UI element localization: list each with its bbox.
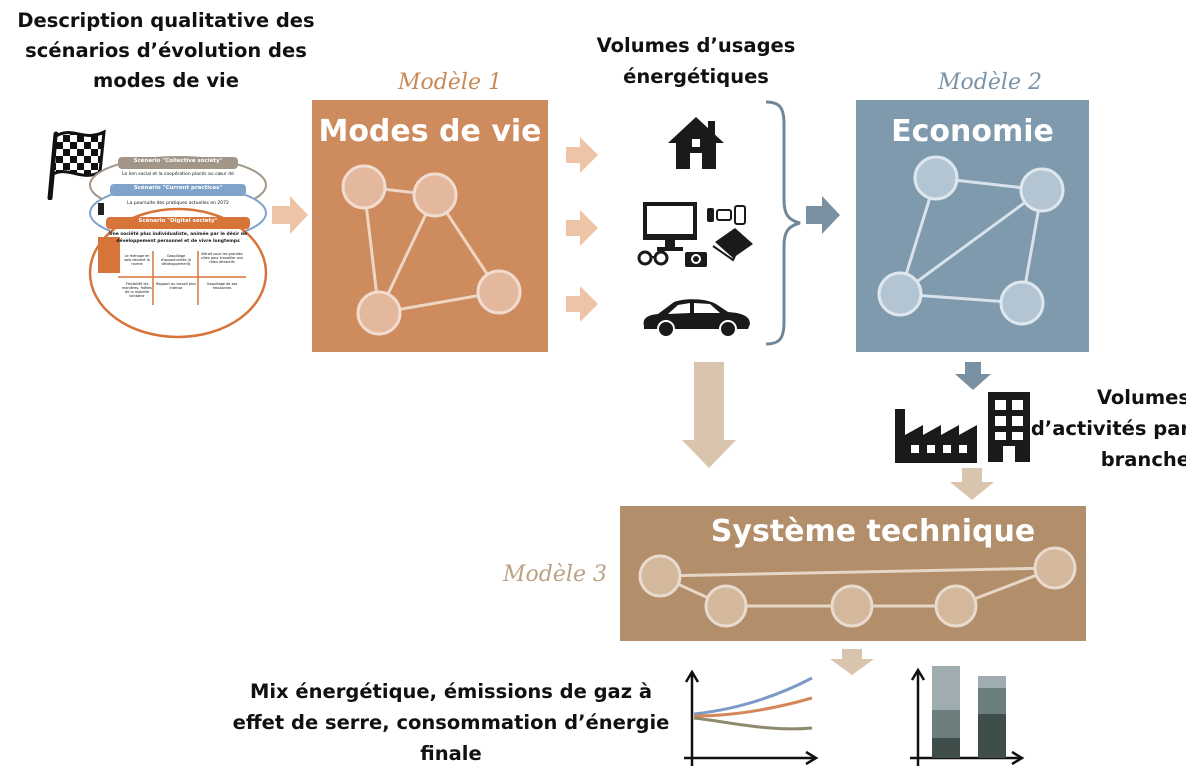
arrow-down — [950, 468, 994, 500]
model-1-label: Modèle 1 — [398, 70, 502, 95]
arrow-right — [566, 286, 598, 322]
energy-usage-volumes-label: Volumes d’usages énergétiques — [596, 34, 796, 88]
model-2-label: Modèle 2 — [938, 70, 1042, 95]
scenario-collective-subtitle: Le lien social et la coopération placés … — [122, 172, 234, 177]
scenario-collective-title: Scénario "Collective society" — [133, 158, 223, 164]
stacked-bar-chart-icon — [910, 666, 1025, 766]
scenario-digital-subtitle-2: développement personnel et de vivre long… — [116, 239, 240, 244]
model-2-title: Economie — [891, 114, 1054, 149]
curly-brace — [765, 100, 801, 346]
devices-icon — [637, 202, 753, 267]
car-icon — [643, 299, 750, 338]
scenario-cell: Le ménage en solo devient la norme — [124, 254, 150, 266]
model-3-network — [638, 546, 1077, 628]
model-1-box: Modes de vie — [312, 100, 548, 352]
scenario-cell: Rapport au travail plus intense — [156, 282, 196, 290]
line-chart-icon — [684, 670, 819, 766]
outputs-label: Mix énergétique, émissions de gaz à effe… — [232, 680, 670, 765]
model-2-box: Economie — [856, 100, 1089, 352]
scenario-cell: Gaspillage d'opportunités (à développeme… — [160, 254, 192, 266]
scenario-current-subtitle: La poursuite des pratiques actuelles en … — [127, 201, 229, 206]
scenario-description-label: Description qualitative des scénarios d’… — [17, 9, 315, 92]
scenario-cell: Gaspillage de ses ressources — [206, 282, 238, 290]
model-3-box: Système technique — [620, 506, 1086, 641]
model-3-label: Modèle 3 — [503, 562, 607, 587]
arrow-down — [955, 362, 991, 390]
factory-icon — [895, 409, 977, 463]
building-icon — [988, 392, 1030, 462]
activity-volumes-label: Volumes d’activités par branche — [1030, 386, 1186, 471]
arrow-right — [806, 196, 840, 234]
scenario-digital-title: Scénario "Digital society" — [138, 218, 218, 224]
scenario-cell: Attrait pour les grandes villes pour tra… — [200, 252, 244, 264]
scenario-cards: Scénario "Collective society" Le lien so… — [88, 155, 268, 340]
house-icon — [668, 117, 724, 169]
arrow-right — [566, 210, 598, 246]
arrow-down — [830, 649, 874, 675]
arrow-down — [682, 362, 736, 468]
model-2-network — [877, 155, 1065, 326]
model-1-title: Modes de vie — [318, 114, 542, 149]
scenario-digital-subtitle-1: Une société plus individualiste, animée … — [108, 232, 248, 237]
scenario-current-title: Scénario "Current practices" — [133, 185, 223, 191]
scenario-cell: Flexibilité les manières, fidèles de la … — [122, 282, 152, 298]
arrow-right — [272, 196, 308, 234]
model-3-title: Système technique — [710, 514, 1036, 549]
arrow-right — [566, 137, 598, 173]
model-1-network — [341, 164, 522, 336]
